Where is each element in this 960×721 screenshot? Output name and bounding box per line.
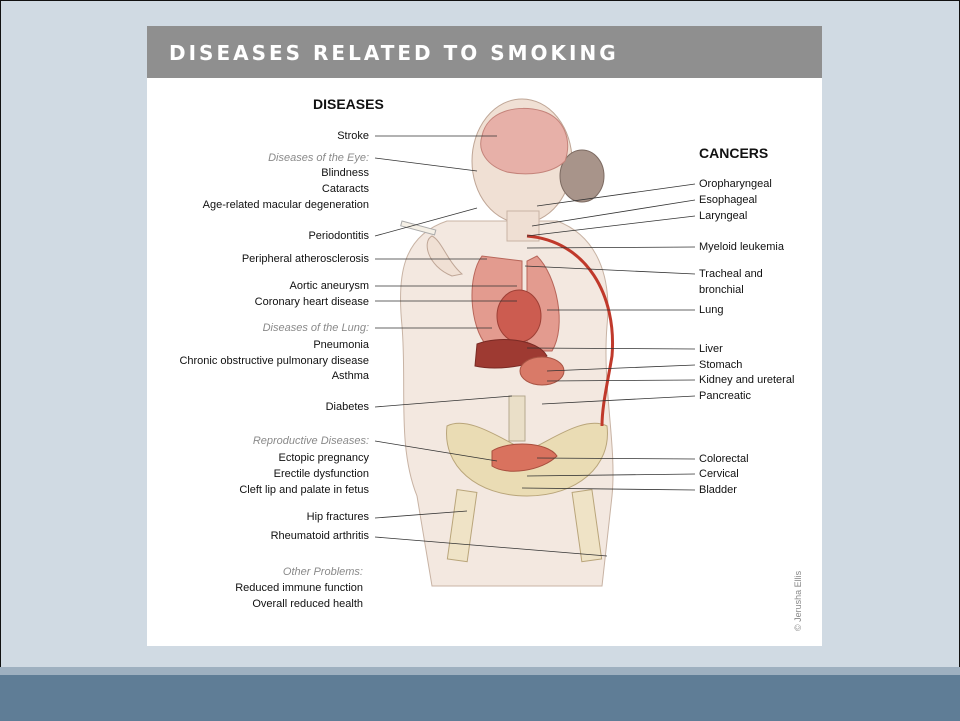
infographic-card: DISEASES RELATED TO SMOKING [147,26,822,646]
label-eye-diseases: Diseases of the Eye: [268,152,369,165]
label-reproductive-diseases: Reproductive Diseases: [253,435,369,448]
label-liver: Liver [699,343,723,356]
label-lung-cancer: Lung [699,304,723,317]
label-cataracts: Cataracts [322,183,369,196]
label-esophageal: Esophageal [699,194,757,207]
label-copd: Chronic obstructive pulmonary disease [179,355,369,368]
label-amd: Age-related macular degeneration [203,199,369,212]
label-pancreatic: Pancreatic [699,390,751,403]
label-asthma: Asthma [332,370,369,383]
anatomy-illustration [147,26,822,646]
footer-accent-bar [0,667,960,675]
label-lung-diseases: Diseases of the Lung: [263,322,369,335]
label-kidney: Kidney and ureteral [699,374,794,387]
label-bladder: Bladder [699,484,737,497]
image-credit: © Jerusha Ellis [793,571,803,631]
label-other-problems: Other Problems: [283,566,363,579]
label-periodontitis: Periodontitis [308,230,369,243]
label-rheumatoid: Rheumatoid arthritis [271,530,369,543]
label-tracheal-2: bronchial [699,284,744,297]
label-coronary: Coronary heart disease [255,296,369,309]
diseases-heading: DISEASES [313,96,384,112]
label-peripheral: Peripheral atherosclerosis [242,253,369,266]
label-cervical: Cervical [699,468,739,481]
label-tracheal-1: Tracheal and [699,268,763,281]
footer-bar [0,675,960,721]
label-stroke: Stroke [337,130,369,143]
label-colorectal: Colorectal [699,453,749,466]
label-pneumonia: Pneumonia [313,339,369,352]
label-immune: Reduced immune function [235,582,363,595]
label-laryngeal: Laryngeal [699,210,747,223]
label-blindness: Blindness [321,167,369,180]
cancers-heading: CANCERS [699,145,768,161]
label-diabetes: Diabetes [326,401,369,414]
label-stomach: Stomach [699,359,742,372]
label-overall: Overall reduced health [252,598,363,611]
label-myeloid: Myeloid leukemia [699,241,784,254]
label-ectopic: Ectopic pregnancy [279,452,370,465]
label-cleft: Cleft lip and palate in fetus [239,484,369,497]
label-aortic: Aortic aneurysm [290,280,369,293]
label-oropharyngeal: Oropharyngeal [699,178,772,191]
label-hip: Hip fractures [307,511,369,524]
label-erectile: Erectile dysfunction [274,468,369,481]
